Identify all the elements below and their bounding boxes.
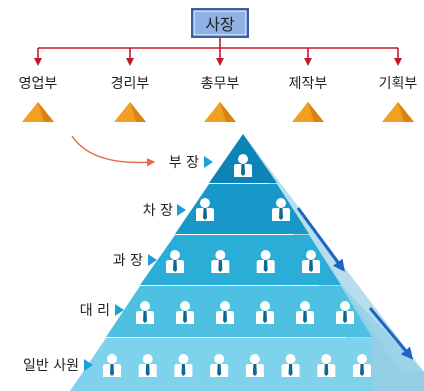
- department-production: 제작부: [289, 76, 328, 122]
- person-icons: [103, 154, 371, 377]
- level-label: 대 리: [80, 303, 110, 319]
- level-deputy-manager: 차 장: [143, 203, 186, 219]
- level-label: 차 장: [143, 203, 173, 219]
- person-icon: [138, 354, 157, 377]
- ceo-box: 사장: [191, 8, 249, 38]
- person-icon: [256, 250, 275, 273]
- person-icon: [296, 301, 314, 324]
- pyramid-front: [70, 134, 424, 391]
- person-icon: [136, 301, 154, 324]
- level-section-chief: 과 장: [113, 253, 157, 269]
- person-icon: [196, 198, 214, 221]
- person-icon: [234, 154, 252, 177]
- person-icon: [281, 354, 300, 377]
- pointer-marker: [84, 359, 93, 371]
- pointer-marker: [204, 156, 213, 168]
- ceo-label: 사장: [205, 15, 235, 34]
- department-sales: 영업부: [19, 76, 58, 122]
- department-accounting: 경리부: [111, 76, 150, 122]
- department-general-affairs: 총무부: [201, 76, 240, 122]
- person-icon: [176, 301, 194, 324]
- person-icon: [211, 250, 230, 273]
- level-label: 과 장: [113, 253, 143, 269]
- person-icon: [245, 354, 264, 377]
- pyramid-tier: [140, 235, 341, 285]
- side-flow-arrows: [296, 207, 414, 360]
- person-icon: [166, 250, 184, 273]
- person-icon: [210, 354, 229, 377]
- department-label: 경리부: [111, 76, 150, 92]
- org-connectors: [34, 38, 402, 66]
- pyramid-tier: [175, 184, 309, 234]
- person-icon: [216, 301, 234, 324]
- pyramid-tier: [106, 286, 372, 337]
- pointer-marker: [148, 254, 157, 266]
- person-icon: [256, 301, 274, 324]
- level-staff: 일반 사원: [23, 358, 93, 374]
- person-icon: [353, 354, 371, 377]
- person-icon: [302, 250, 320, 273]
- person-icon: [174, 354, 193, 377]
- department-planning: 기획부: [379, 76, 418, 122]
- level-label: 일반 사원: [23, 358, 79, 374]
- department-label: 제작부: [289, 76, 328, 92]
- curved-arrow: [71, 135, 156, 167]
- level-labels: 부 장 차 장 과 장 대 리 일반 사원: [23, 155, 213, 374]
- person-icon: [103, 354, 121, 377]
- pointer-marker: [177, 204, 186, 216]
- person-icon: [272, 198, 290, 221]
- level-label: 부 장: [169, 155, 199, 171]
- department-label: 기획부: [379, 76, 418, 92]
- department-list: 영업부 경리부 총무부 제작부 기획부: [19, 76, 418, 122]
- department-label: 총무부: [201, 76, 240, 92]
- department-label: 영업부: [19, 76, 58, 92]
- level-manager: 부 장: [169, 155, 213, 171]
- person-icon: [317, 354, 336, 377]
- person-icon: [336, 301, 354, 324]
- pointer-marker: [115, 304, 124, 316]
- level-assistant-manager: 대 리: [80, 303, 124, 319]
